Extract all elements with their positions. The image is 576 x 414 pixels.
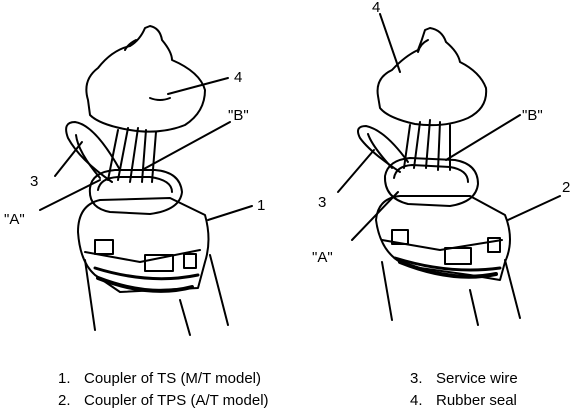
legend-right: 3. Service wire 4. Rubber seal bbox=[410, 368, 518, 412]
right-connector-illustration bbox=[357, 27, 521, 326]
callout-right-2: 2 bbox=[562, 179, 570, 196]
callout-right-b: "B" bbox=[522, 107, 543, 124]
callout-left-1: 1 bbox=[257, 197, 265, 214]
legend-text: Service wire bbox=[436, 370, 518, 387]
callout-left-4: 4 bbox=[234, 69, 242, 86]
legend-number: 4. bbox=[410, 392, 423, 409]
callout-right-a: "A" bbox=[312, 249, 333, 266]
legend-text: Rubber seal bbox=[436, 392, 517, 409]
left-connector-illustration bbox=[65, 25, 229, 336]
callout-right-4: 4 bbox=[372, 0, 380, 16]
callout-left-3: 3 bbox=[30, 173, 38, 190]
callout-left-b: "B" bbox=[228, 107, 249, 124]
callout-left-a: "A" bbox=[4, 211, 25, 228]
legend-number: 2. bbox=[58, 392, 71, 409]
legend-item-1: 1. Coupler of TS (M/T model) bbox=[58, 368, 269, 390]
legend-left: 1. Coupler of TS (M/T model) 2. Coupler of… bbox=[58, 368, 269, 412]
legend-number: 3. bbox=[410, 370, 423, 387]
legend-text: Coupler of TS (M/T model) bbox=[84, 370, 262, 387]
legend-item-3: 3. Service wire bbox=[410, 368, 518, 390]
legend-item-2: 2. Coupler of TPS (A/T model) bbox=[58, 390, 269, 412]
legend-number: 1. bbox=[58, 370, 71, 387]
legend-text: Coupler of TPS (A/T model) bbox=[84, 392, 269, 409]
callout-right-3: 3 bbox=[318, 194, 326, 211]
legend-item-4: 4. Rubber seal bbox=[410, 390, 518, 412]
